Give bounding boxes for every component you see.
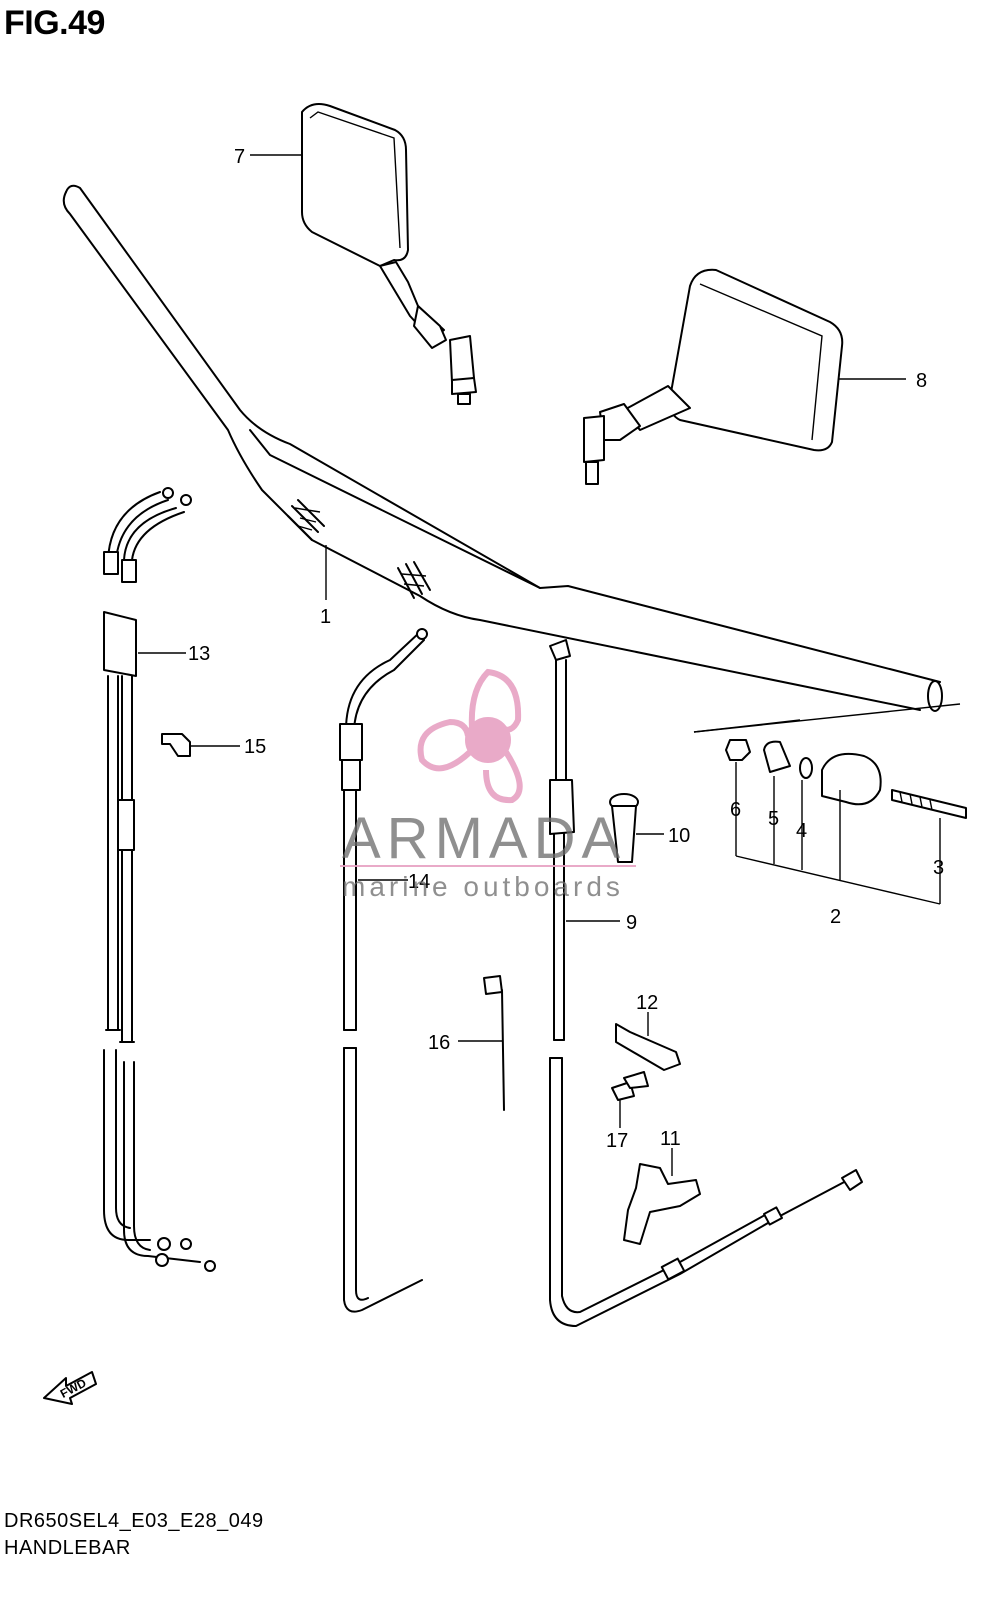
callout-1: 1	[320, 606, 331, 628]
callout-15: 15	[244, 736, 266, 758]
clamp-part-15	[161, 733, 240, 757]
callout-3: 3	[933, 857, 944, 879]
diagram-name: HANDLEBAR	[4, 1537, 131, 1559]
armada-watermark: ARMADA marine outboards	[340, 668, 636, 902]
callout-16: 16	[428, 1032, 450, 1054]
mirror-part-7	[250, 103, 477, 405]
callout-17: 17	[606, 1130, 628, 1152]
throttle-cables-part-13	[103, 487, 216, 1272]
propeller-logo-icon	[417, 668, 523, 804]
callout-8: 8	[916, 370, 927, 392]
cable-part-9	[549, 639, 863, 1327]
callout-14: 14	[408, 871, 430, 893]
callout-5: 5	[768, 808, 779, 830]
callout-7: 7	[234, 146, 245, 168]
callout-12: 12	[636, 992, 658, 1014]
bar-end-assembly	[693, 703, 967, 905]
grip-band-lower	[397, 561, 431, 599]
callout-2: 2	[830, 906, 841, 928]
watermark-word: ARMADA	[342, 806, 626, 871]
bolt-part-17	[611, 1071, 649, 1128]
band-part-16	[458, 975, 505, 1111]
figure-title: FIG.49	[4, 4, 105, 42]
grip-band-upper	[287, 499, 325, 541]
mirror-part-8	[583, 268, 906, 485]
bracket-part-12	[615, 1012, 681, 1071]
callout-4: 4	[796, 820, 807, 842]
bolt-part-3	[891, 789, 967, 819]
boot-part-10	[609, 793, 664, 863]
callout-10: 10	[668, 825, 690, 847]
callout-9: 9	[626, 912, 637, 934]
bracket-part-11	[623, 1148, 701, 1245]
collar-part-5	[763, 740, 791, 773]
callout-labels: 1 2 3 4 5 6 7 8 9 10 11 12 13 14 15 16 1…	[188, 146, 944, 1152]
cable-part-14	[339, 628, 428, 1313]
watermark-sub: marine outboards	[342, 871, 624, 902]
callout-11: 11	[660, 1128, 681, 1150]
nut-part-6	[725, 739, 751, 761]
diagram-code: DR650SEL4_E03_E28_049	[4, 1510, 264, 1532]
weight-part-2	[821, 752, 882, 806]
callout-6: 6	[730, 799, 741, 821]
callout-13: 13	[188, 643, 210, 665]
handlebar-part-1	[62, 184, 943, 712]
washer-part-4	[799, 757, 813, 779]
fwd-arrow-icon: FWD	[43, 1371, 97, 1405]
